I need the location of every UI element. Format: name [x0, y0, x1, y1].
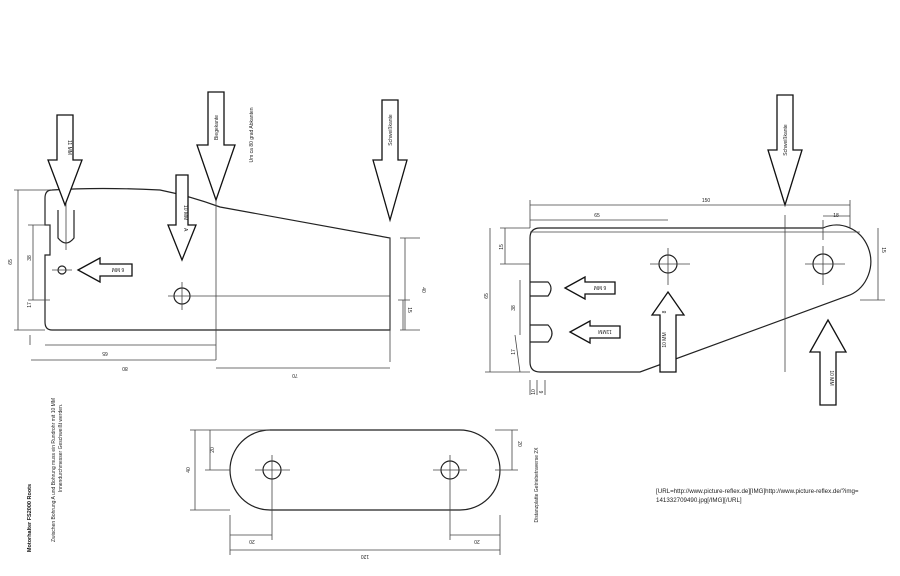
dim-left-17: 17 — [27, 302, 33, 308]
dim-right-150: 150 — [702, 198, 711, 204]
left-bracket-outline — [44, 187, 391, 331]
dim-spacer-20-right: 20 — [516, 441, 522, 447]
arrow-6mm-right — [563, 275, 616, 301]
arrow-schweisskante-left — [372, 99, 408, 223]
left-bracket: 11 MM 10 MM A Biegekante Um ca 80 grad A… — [8, 91, 426, 378]
dim-spacer-20-bottom-left: 20 — [249, 538, 255, 544]
arrow-11mm — [47, 114, 83, 207]
dim-right-65h: 65 — [484, 293, 490, 299]
drawing-title: Motorhalter FS2000 Roots — [27, 484, 33, 552]
label-6mm-left: 6 MM — [112, 266, 125, 272]
dim-right-65w: 65 — [594, 213, 600, 219]
right-slot-lower — [530, 324, 553, 343]
dim-left-65w: 65 — [102, 350, 108, 356]
dim-right-38: 38 — [511, 305, 517, 311]
url-line-2: 141332709490.jpg[/IMG][/URL] — [656, 497, 742, 504]
url-note: [URL=http://www.picture-reflex.de][IMG]h… — [656, 487, 859, 505]
dim-right-10: 10 — [531, 389, 537, 395]
left-dimension-lines — [14, 189, 420, 369]
label-8: 8 — [662, 310, 668, 313]
instruction-line-2: Innendurchmesser Geschweißt werden. — [58, 404, 64, 492]
arrow-10mm-up-right — [808, 318, 848, 406]
right-slot-upper — [530, 281, 552, 297]
right-dimension-lines — [485, 200, 885, 395]
arrow-6mm-left — [76, 256, 133, 284]
dim-right-6: 6 — [539, 390, 545, 393]
right-bracket: Schweißkante 6 MM 11MM 10 MM 8 10 MM 150… — [484, 94, 886, 406]
right-bracket-outline — [529, 224, 872, 373]
dim-left-65h: 65 — [8, 259, 14, 265]
label-6mm-right: 6 MM — [594, 284, 607, 290]
label-schweisskante-right: Schweißkante — [783, 124, 789, 156]
dim-right-17: 17 — [511, 349, 517, 355]
right-center-lines — [530, 215, 860, 372]
dim-left-80: 80 — [122, 365, 128, 371]
label-11mm-right: 11MM — [598, 328, 612, 334]
dim-right-15l: 15 — [499, 244, 505, 250]
dim-spacer-20-bottom-right: 20 — [474, 538, 480, 544]
url-line-1: [URL=http://www.picture-reflex.de][IMG]h… — [656, 488, 859, 495]
dim-left-40: 40 — [420, 287, 426, 293]
arrow-biegekante — [196, 91, 236, 202]
dim-right-15r: 15 — [880, 247, 886, 253]
label-10mm-right: 10 MM — [828, 370, 834, 385]
arrow-11mm-right — [568, 319, 621, 345]
dim-left-15: 15 — [406, 307, 412, 313]
label-hole-a: A — [182, 228, 188, 232]
dim-right-18: 18 — [833, 213, 839, 219]
dim-spacer-40: 40 — [186, 467, 192, 473]
spacer-label: Distanzplatte Getriebetraverse 2X — [534, 447, 540, 523]
dim-spacer-20-left: 20 — [210, 447, 216, 453]
label-biegekante: Biegekante — [214, 115, 220, 140]
dim-left-38: 38 — [27, 255, 33, 261]
arrow-10mm — [167, 174, 197, 262]
dim-left-70: 70 — [292, 372, 298, 378]
label-10mm-center: 10 MM — [662, 332, 668, 347]
arrow-schweisskante-right — [767, 94, 803, 208]
label-10mm: 10 MM — [182, 205, 188, 220]
dim-spacer-120: 120 — [361, 553, 370, 559]
label-schweisskante-left: Schweißkante — [388, 114, 394, 146]
center-lines — [52, 200, 390, 310]
instruction-line-1: Zwischen Bohrung A und Bohrung muss ein … — [51, 398, 57, 542]
spacer-plate: 40 20 20 20 120 20 Distanzplatte Getrieb… — [186, 429, 540, 559]
arrow-10mm-up-center — [650, 290, 686, 373]
bend-note: Um ca 80 grad Abkanten — [249, 107, 255, 162]
label-11mm: 11 MM — [66, 140, 72, 155]
